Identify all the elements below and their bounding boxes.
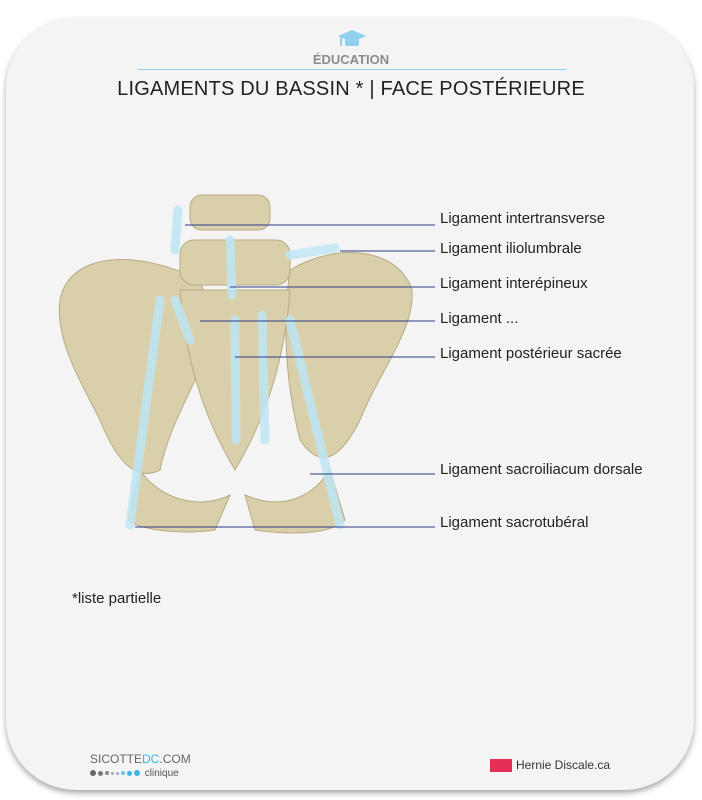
logo-subtitle: clinique (144, 768, 179, 779)
brand-mark-icon (490, 759, 512, 773)
logo-dots: clinique (90, 768, 179, 779)
label-iliolumbrale: Ligament iliolumbrale (440, 240, 582, 257)
right-ischium (244, 468, 346, 534)
label-intertransverse: Ligament intertransverse (440, 210, 606, 227)
herniediscale-logo[interactable]: Hernie Discale.ca (490, 758, 611, 773)
leader-lines (135, 224, 435, 528)
logo-text-a: SICOTTE (90, 752, 143, 766)
vertebra-l4 (189, 194, 271, 231)
logo-text-c: .COM (159, 752, 191, 766)
page-title: LIGAMENTS DU BASSIN * | FACE POSTÉRIEURE (117, 78, 585, 100)
logo-text-b: DC (142, 752, 160, 766)
right-ilium (285, 252, 413, 458)
label-sacrotuberal: Ligament sacrotubéral (440, 514, 589, 531)
footnote: *liste partielle (72, 590, 162, 607)
label-ligament-other: Ligament ... (440, 310, 519, 327)
label-sacroiliacum-dorsale: Ligament sacroiliacum dorsale (440, 461, 643, 478)
label-interepineux: Ligament interépineux (440, 275, 588, 292)
sicottedc-logo[interactable]: SICOTTEDC.COM (90, 752, 191, 766)
left-ischium (127, 468, 231, 533)
ligaments (125, 205, 345, 530)
label-posterieur-sacree: Ligament postérieur sacrée (440, 345, 622, 362)
logo-text: Hernie Discale.ca (516, 758, 611, 772)
category-label: ÉDUCATION (312, 52, 390, 67)
graduation-cap-icon (338, 30, 366, 46)
divider (138, 69, 566, 70)
